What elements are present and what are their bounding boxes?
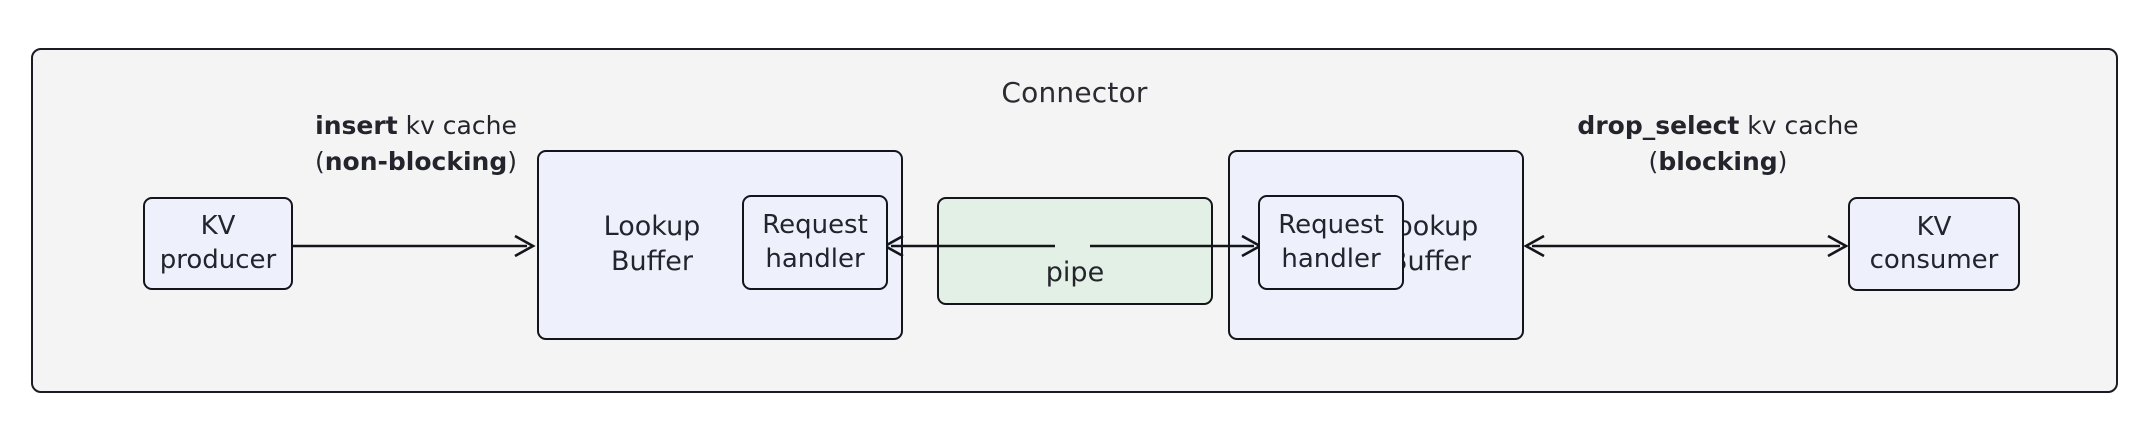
arrow-label-insert-bold2: non-blocking (324, 146, 508, 176)
arrow-drop-select (1523, 234, 1849, 258)
arrow-pipe-to-left-handler (882, 234, 1055, 258)
arrow-label-insert-rest1: kv cache (397, 111, 517, 140)
node-request-handler-left-label: Request handler (762, 209, 868, 276)
node-kv-producer: KV producer (143, 197, 293, 290)
arrow-label-drop-select: drop_select kv cache (blocking) (1508, 108, 1928, 179)
arrow-label-insert-close: ) (507, 146, 518, 176)
node-kv-consumer-line2: consumer (1869, 245, 1999, 275)
node-kv-consumer-label: KV consumer (1870, 211, 1999, 278)
node-request-handler-left: Request handler (742, 195, 888, 290)
arrow-label-insert-open: ( (314, 146, 325, 176)
arrow-label-drop-select-open: ( (1648, 146, 1659, 176)
node-kv-consumer-line1: KV (1916, 211, 1952, 242)
arrow-label-drop-select-rest1: kv cache (1739, 111, 1859, 140)
arrow-pipe-to-right-handler (1090, 234, 1263, 258)
node-request-handler-left-line1: Request (762, 210, 868, 241)
node-request-handler-right-line2: handler (1281, 243, 1381, 274)
arrow-label-drop-select-bold2: blocking (1658, 146, 1778, 176)
arrow-label-drop-select-line1: drop_select kv cache (1508, 108, 1928, 144)
node-request-handler-left-line2: handler (765, 243, 865, 274)
node-request-handler-right: Request handler (1258, 195, 1404, 290)
arrow-insert (293, 234, 536, 258)
node-kv-consumer: KV consumer (1848, 197, 2020, 291)
node-kv-producer-line2: producer (159, 244, 277, 275)
arrow-label-insert-line1: insert kv cache (206, 108, 626, 144)
arrow-label-insert-line2: (non-blocking) (206, 144, 626, 180)
node-pipe-label: pipe (1045, 257, 1105, 289)
arrow-label-insert-bold1: insert (315, 111, 398, 140)
arrow-label-drop-select-close: ) (1777, 146, 1788, 176)
arrow-label-insert: insert kv cache (non-blocking) (206, 108, 626, 179)
node-lookup-buffer-left-line1: Lookup (603, 211, 701, 243)
arrow-label-drop-select-line2: (blocking) (1508, 144, 1928, 180)
node-kv-producer-line1: KV (200, 211, 236, 242)
node-pipe: pipe (937, 197, 1213, 305)
node-kv-producer-label: KV producer (160, 210, 277, 277)
node-lookup-buffer-left-label: Lookup Buffer (577, 210, 727, 279)
connector-title: Connector (1001, 76, 1148, 109)
arrow-label-drop-select-bold1: drop_select (1577, 111, 1740, 140)
node-request-handler-right-label: Request handler (1278, 209, 1384, 276)
node-lookup-buffer-left-line2: Buffer (611, 246, 693, 277)
node-request-handler-right-line1: Request (1278, 210, 1384, 241)
